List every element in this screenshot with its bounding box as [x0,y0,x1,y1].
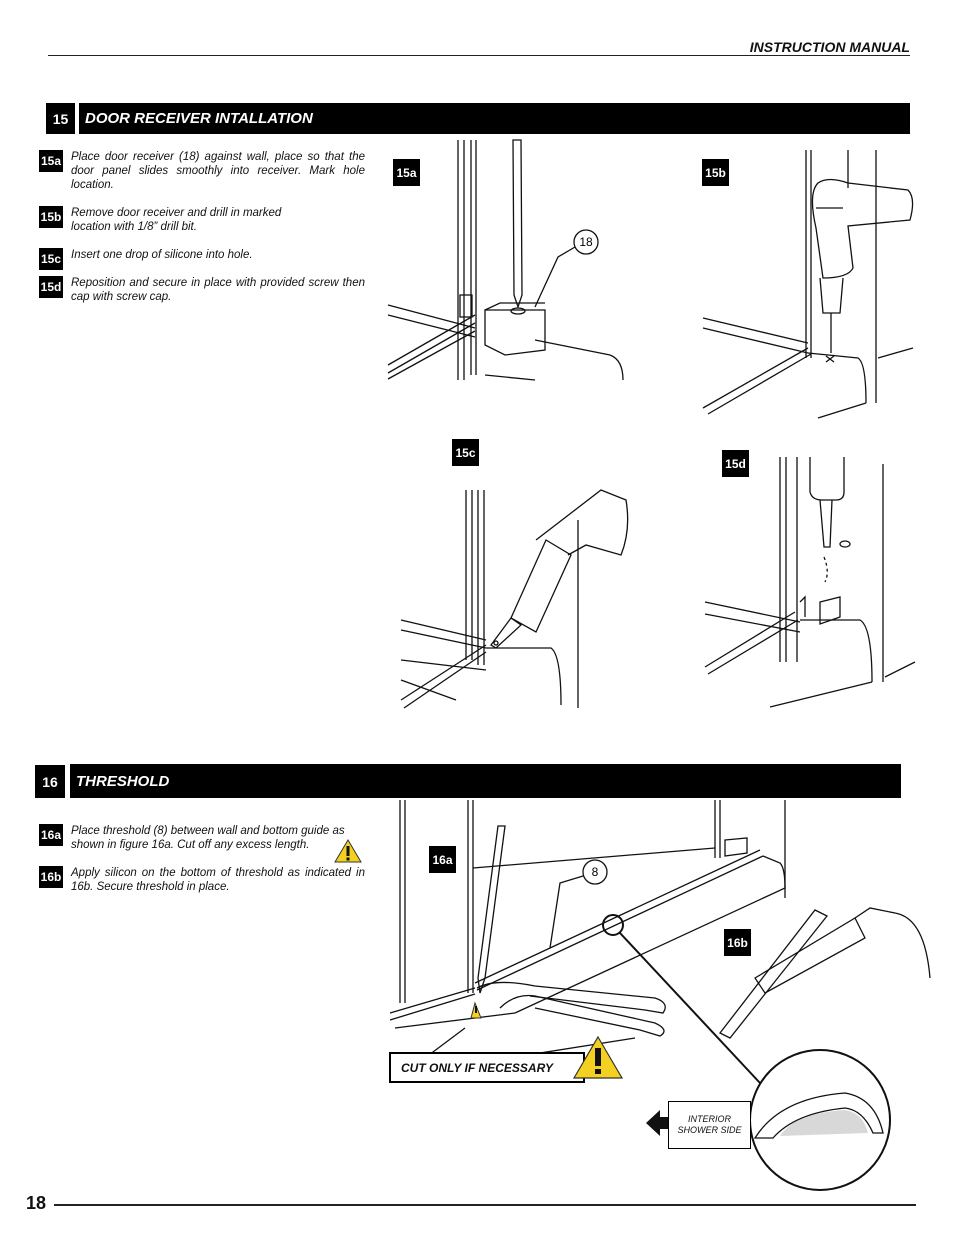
step-15a: 15a Place door receiver (18) against wal… [39,150,365,192]
footer-rule [54,1204,916,1206]
cut-warning-label: CUT ONLY IF NECESSARY [389,1052,585,1083]
figure-15d-illustration [704,457,916,708]
page-number: 18 [26,1193,47,1213]
step-text: Place door receiver (18) against wall, p… [71,151,365,191]
step-badge: 15a [39,150,63,172]
figure-16-illustration: 8 [389,800,931,1191]
figure-label-16b: 16b [724,929,751,956]
part-18-callout: 18 [579,235,593,249]
step-16a: 16a Place threshold (8) between wall and… [39,824,365,852]
section-15-number: 15 [46,103,75,134]
figure-15b-illustration [702,150,914,419]
step-15c: 15c Insert one drop of silicone into hol… [39,248,365,270]
section-15-title: DOOR RECEIVER INTALLATION [79,103,910,134]
part-8-callout: 8 [592,865,599,879]
warning-icon [572,1035,624,1079]
step-text: Apply silicon on the bottom of threshold… [71,867,365,893]
manual-title: INSTRUCTION MANUAL [749,39,910,55]
figure-label-15d: 15d [722,450,749,477]
step-15d: 15d Reposition and secure in place with … [39,276,365,304]
header-rule [48,55,910,56]
figure-label-15b: 15b [702,159,729,186]
step-15b: 15b Remove door receiver and drill in ma… [39,206,311,234]
step-text: Place threshold (8) between wall and bot… [71,825,345,851]
section-16-number: 16 [35,765,65,798]
figure-label-16a: 16a [429,846,456,873]
step-text: Reposition and secure in place with prov… [71,277,365,303]
step-text: Remove door receiver and drill in marked… [71,207,282,233]
step-badge: 15b [39,206,63,228]
warning-icon [334,839,362,863]
figure-label-15a: 15a [393,159,420,186]
arrow-left-icon [646,1110,669,1136]
section-16-title: THRESHOLD [70,764,901,798]
figure-15c-illustration [400,489,629,709]
step-badge: 15d [39,276,63,298]
step-16b: 16b Apply silicon on the bottom of thres… [39,866,365,894]
step-text: Insert one drop of silicone into hole. [71,249,253,261]
figure-15a-illustration: 18 [387,139,624,381]
step-badge: 15c [39,248,63,270]
step-badge: 16a [39,824,63,846]
figure-label-15c: 15c [452,439,479,466]
interior-shower-side-label: INTERIOR SHOWER SIDE [668,1101,751,1149]
step-badge: 16b [39,866,63,888]
